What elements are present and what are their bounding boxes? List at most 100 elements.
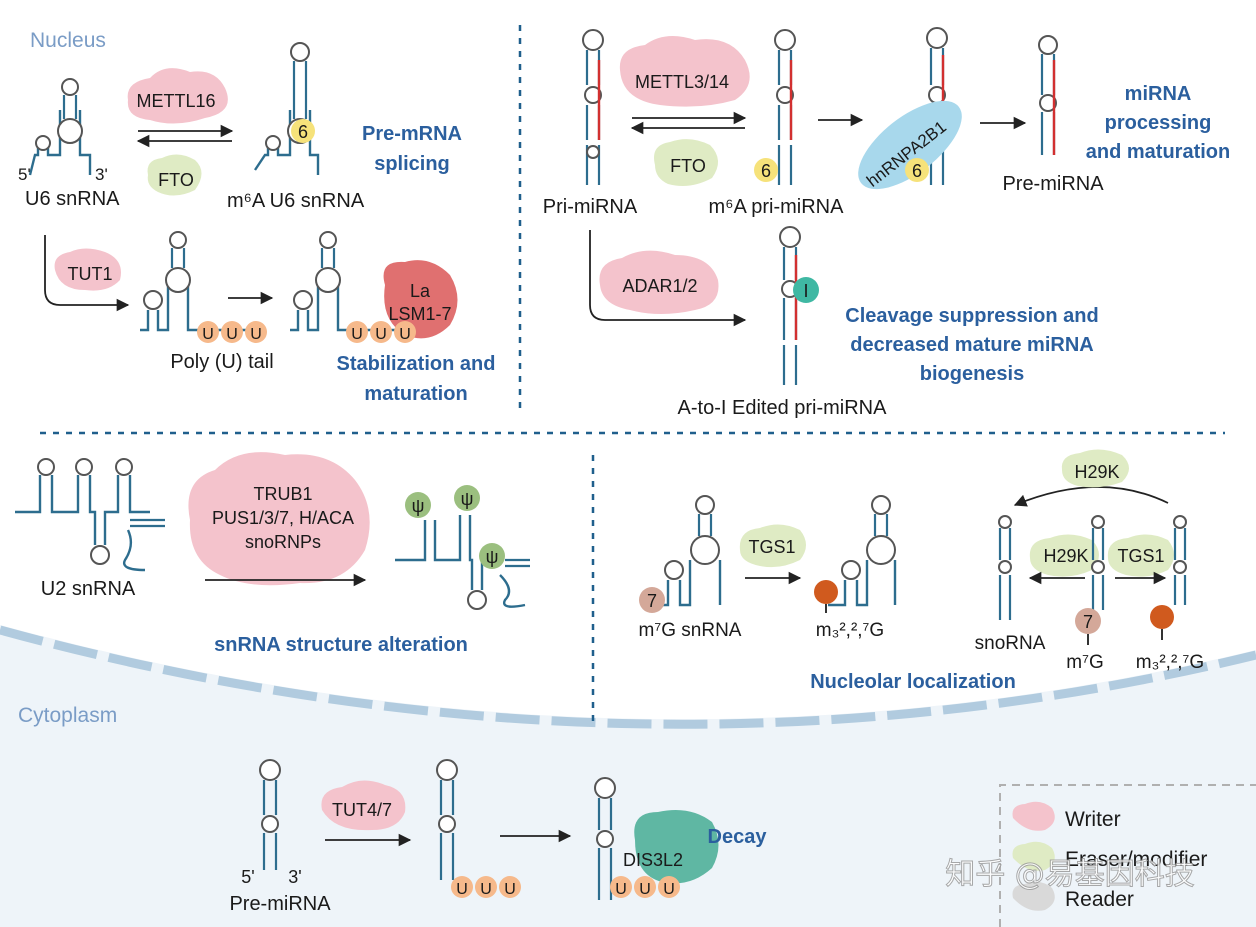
pre-mrna-splicing-heading-2: splicing	[374, 153, 450, 175]
m6a-mark-mirna-label: 6	[761, 161, 771, 181]
polyu-u2	[221, 321, 243, 343]
mirna-heading-2: processing	[1105, 112, 1212, 134]
u2-snrna	[15, 458, 165, 572]
watermark: 知乎 @易基因科技	[945, 857, 1195, 892]
sno-m7g-label: m⁷G	[1066, 652, 1103, 673]
decay-u1-label: U	[456, 881, 468, 898]
u6-rna-left	[28, 78, 92, 176]
inosine-mark-label: I	[803, 281, 808, 301]
writer-blob-tgs1-left	[739, 524, 806, 568]
u2-snrna-modified	[395, 515, 530, 610]
decay-r-u2-label: U	[639, 881, 651, 898]
la-label: La	[410, 281, 431, 301]
writer-blob-trub1	[188, 452, 370, 586]
m6a-mark-reader	[905, 158, 929, 182]
adar-label: ADAR1/2	[622, 276, 697, 296]
m7g-cap-left-label: 7	[647, 591, 657, 611]
polyu-u1-label: U	[202, 326, 214, 343]
legend-eraser-label: Eraser/modifier	[1065, 848, 1207, 871]
pre-mrna-splicing-heading-1: Pre-mRNA	[362, 123, 462, 145]
decay-u3-label: U	[504, 881, 516, 898]
decay-r-u3	[658, 876, 680, 898]
edited-pri-mirna	[779, 226, 801, 385]
dis3l2-label: DIS3L2	[623, 850, 683, 870]
cleavage-heading-2: decreased mature miRNA	[850, 334, 1093, 356]
cyto-decay-complex	[594, 777, 719, 900]
polyu-r-u3	[394, 321, 416, 343]
nucleolar-heading: Nucleolar localization	[810, 671, 1016, 693]
m7g-cap-sno	[1075, 608, 1101, 634]
a-to-i-label: A-to-I Edited pri-miRNA	[678, 397, 888, 419]
psi-mark-1	[405, 492, 431, 518]
polyu-u2-label: U	[226, 326, 238, 343]
snorna-label: snoRNA	[975, 633, 1046, 654]
m7g-cap-left	[639, 587, 665, 613]
legend: Writer Eraser/modifier Reader	[999, 784, 1256, 927]
writer-blob-mettl16	[127, 68, 228, 124]
writer-blob-tut1	[54, 248, 122, 291]
polyu-r-u2	[370, 321, 392, 343]
eraser-blob-h29k-top	[1061, 449, 1129, 488]
legend-reader-label: Reader	[1065, 888, 1134, 911]
tut1-label: TUT1	[68, 264, 113, 284]
tmg-cap-left	[814, 580, 838, 604]
tut4-7-label: TUT4/7	[332, 800, 392, 820]
m6a-mark-u6	[291, 119, 315, 143]
stabilization-heading-2: maturation	[364, 383, 467, 405]
m6a-pri-mirna-label: m⁶A pri-miRNA	[709, 196, 845, 218]
m7g-snrna	[650, 495, 722, 607]
stabilization-heading-1: Stabilization and	[337, 353, 496, 375]
legend-writer-label: Writer	[1065, 808, 1121, 831]
polyu-tail-label: Poly (U) tail	[170, 351, 273, 373]
fto-label-mirna: FTO	[670, 156, 706, 176]
mettl16-label: METTL16	[136, 91, 215, 111]
fto-label-u6: FTO	[158, 170, 194, 190]
cytoplasm-label: Cytoplasm	[18, 704, 117, 727]
decay-u2	[475, 876, 497, 898]
pre-mirna-label: Pre-miRNA	[1002, 173, 1104, 195]
polyu-u3-label: U	[250, 326, 262, 343]
adar-arrow	[589, 230, 747, 327]
inosine-mark	[793, 277, 819, 303]
u6-five-prime: 5'	[18, 165, 31, 184]
u6-rna-right	[254, 42, 320, 175]
writer-blob-tut4-7	[321, 780, 406, 831]
reader-complex-mirna	[858, 27, 962, 190]
cyto-pre-mirna-label: Pre-miRNA	[229, 893, 331, 915]
mirna-heading-1: miRNA	[1125, 83, 1192, 105]
m6a-mark-reader-label: 6	[912, 161, 922, 181]
cyto-pre-mirna	[259, 759, 281, 870]
writer-blob-mettl3-14	[619, 36, 750, 107]
polyu-u3	[245, 321, 267, 343]
pre-mirna-product	[1038, 35, 1058, 155]
h29k-label-top: H29K	[1074, 462, 1119, 482]
psi-mark-1-label: ψ	[412, 496, 425, 516]
polyu-rna-left	[140, 231, 265, 332]
writer-blob-tgs1-right	[1107, 534, 1174, 577]
snorna-right	[1173, 515, 1187, 605]
decay-u3	[499, 876, 521, 898]
writer-blob-adar	[599, 250, 719, 314]
trub1-label: TRUB1	[253, 484, 312, 504]
u6-three-prime: 3'	[95, 165, 108, 184]
tgs1-label-left: TGS1	[748, 537, 795, 557]
decay-r-u2	[634, 876, 656, 898]
polyu-r-u2-label: U	[375, 326, 387, 343]
eraser-blob-h29k-mid	[1029, 534, 1099, 577]
eraser-blob-fto-u6	[147, 154, 202, 196]
tmg-label-left: m₃²,²,⁷G	[816, 620, 884, 641]
snrna-structure-heading: snRNA structure alteration	[214, 634, 468, 656]
psi-mark-3-label: ψ	[486, 547, 499, 567]
tmg-snrna	[828, 495, 897, 607]
decay-r-u1-label: U	[615, 881, 627, 898]
pri-mirna-label: Pri-miRNA	[543, 196, 638, 218]
nuclear-envelope	[0, 625, 1256, 729]
polyu-r-u1	[346, 321, 368, 343]
nucleus-label: Nucleus	[30, 29, 106, 52]
polyu-r-u1-label: U	[351, 326, 363, 343]
cyto-uridylated	[436, 759, 458, 880]
m6a-mark-mirna	[754, 158, 778, 182]
polyu-u1	[197, 321, 219, 343]
snornps-label: snoRNPs	[245, 532, 321, 552]
